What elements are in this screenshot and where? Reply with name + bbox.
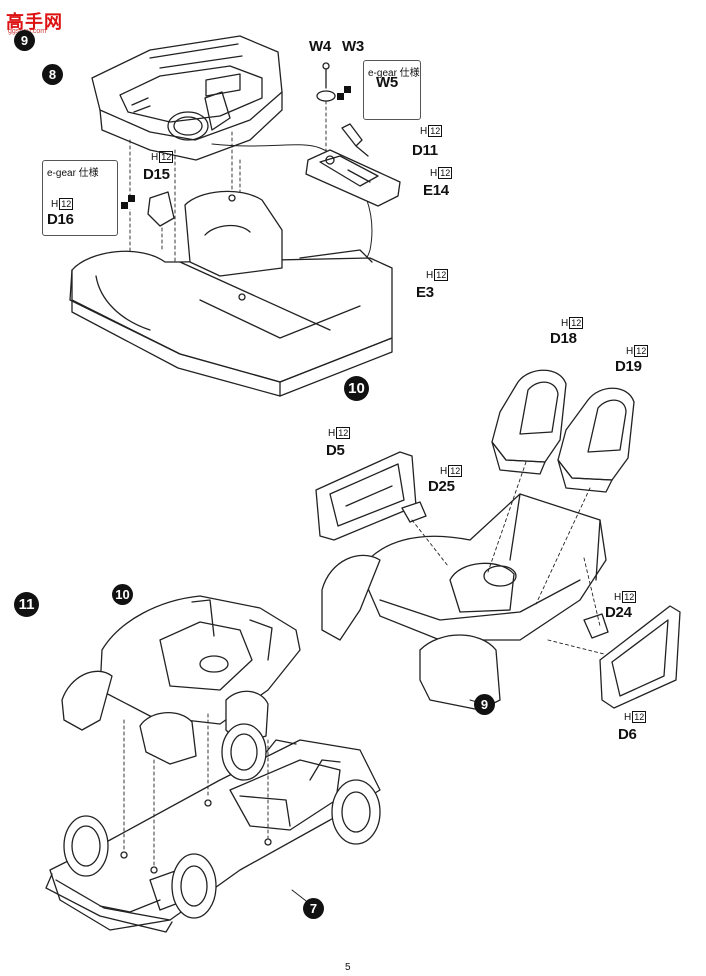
watermark-logo: 高手网 ggshou.com — [6, 8, 63, 35]
runner-letter: H — [328, 428, 336, 439]
pedal-d15-drawing — [147, 191, 175, 227]
part-label-w3: W3 — [342, 38, 364, 55]
step-7-reference-marker: 7 — [303, 898, 324, 919]
step-9-header-marker: 9 — [14, 30, 35, 51]
part-label-d18: D18 — [550, 330, 577, 347]
step10-leaders — [411, 461, 605, 655]
wheels-drawing — [63, 723, 381, 919]
runner-letter: H — [440, 466, 448, 477]
part-label-d16: D16 — [47, 211, 74, 228]
step-8-reference-marker: 8 — [42, 64, 63, 85]
part-label-d15: D15 — [143, 166, 170, 183]
runner-number: 12 — [159, 151, 174, 163]
runner-letter: H — [626, 346, 634, 357]
door-panel-d5-drawing — [315, 451, 417, 541]
part-label-d19: D19 — [615, 358, 642, 375]
part-d24-drawing — [583, 613, 609, 639]
part-label-d5: D5 — [326, 442, 345, 459]
runner-letter: H — [151, 152, 159, 163]
runner-number: 12 — [336, 427, 351, 439]
runner-number: 12 — [569, 317, 584, 329]
runner-number: 12 — [438, 167, 453, 179]
watermark-title: 高手网 — [6, 12, 63, 32]
runner-number: 12 — [434, 269, 449, 281]
interior-tub-drawing — [321, 493, 607, 711]
step-10-marker: 10 — [344, 376, 369, 401]
runner-letter: H — [614, 592, 622, 603]
e-gear-option-note: e-gear 仕様 — [368, 68, 420, 79]
body-tub-drawing — [61, 595, 301, 765]
runner-letter: H — [430, 168, 438, 179]
part-label-w5: W5 — [376, 74, 398, 91]
runner-number: 12 — [428, 125, 443, 137]
seat-d19-drawing — [557, 387, 635, 493]
step-11-marker: 11 — [14, 592, 39, 617]
runner-letter: H — [426, 270, 434, 281]
runner-letter: H — [624, 712, 632, 723]
screws-drawing — [120, 194, 272, 874]
checker-marks — [121, 86, 351, 209]
knob-drawing — [316, 62, 336, 156]
part-label-e3: E3 — [416, 284, 434, 301]
chassis-drawing — [45, 739, 381, 933]
dashboard-drawing — [91, 35, 283, 161]
part-label-d6: D6 — [618, 726, 637, 743]
step-9-reference-marker: 9 — [474, 694, 495, 715]
seat-d18-drawing — [491, 369, 567, 475]
part-label-w4: W4 — [309, 38, 331, 55]
e-gear-option-note: e-gear 仕様 — [47, 168, 99, 179]
runner-letter: H — [420, 126, 428, 137]
step11-leaders — [123, 713, 269, 867]
runner-number: 12 — [622, 591, 637, 603]
step-10-reference-marker: 10 — [112, 584, 133, 605]
runner-number: 12 — [634, 345, 649, 357]
page-number: 5 — [345, 962, 351, 973]
e-gear-option-box-w5: e-gear 仕様 W5 — [363, 60, 421, 120]
floor-tub-drawing — [69, 190, 393, 397]
runner-number: 12 — [632, 711, 647, 723]
door-panel-d6-drawing — [599, 605, 681, 709]
part-label-d11: D11 — [412, 142, 438, 159]
part-label-d24: D24 — [605, 604, 632, 621]
runner-number: 12 — [59, 198, 74, 210]
part-label-d25: D25 — [428, 478, 455, 495]
part-label-e14: E14 — [423, 182, 449, 199]
runner-number: 12 — [448, 465, 463, 477]
shift-lever-drawing — [341, 123, 369, 157]
runner-letter: H — [561, 318, 569, 329]
part-d25-drawing — [401, 501, 427, 523]
runner-letter: H — [51, 199, 59, 210]
center-console-drawing — [305, 149, 401, 207]
